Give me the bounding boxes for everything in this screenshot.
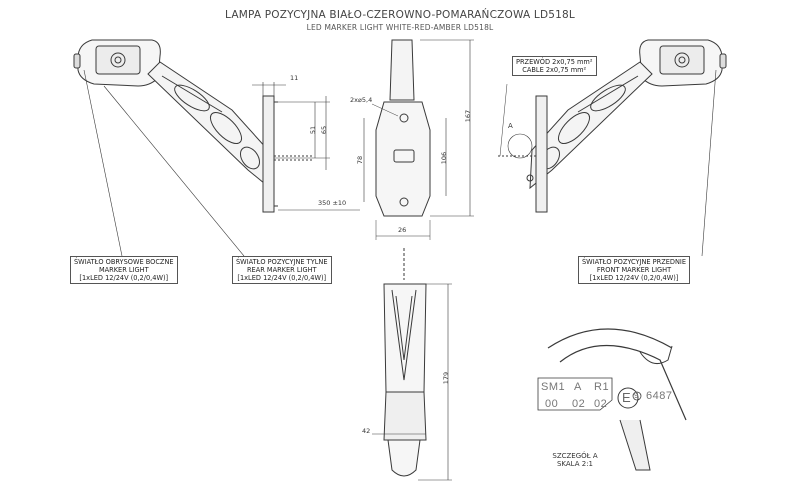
- e-mark: E: [622, 390, 632, 405]
- detail-caption-pl: SZCZEGÓŁ A: [552, 452, 598, 460]
- right-lamp: [498, 39, 727, 257]
- dim-106: 106: [440, 151, 449, 165]
- dim-42: 42: [362, 427, 371, 435]
- drawing-title: LAMPA POZYCYJNA BIAŁO-CZEROWNO-POMARAŃCZ…: [225, 9, 575, 21]
- callout-side-pl: ŚWIATŁO OBRYSOWE BOCZNE: [74, 258, 174, 266]
- detail-caption: SZCZEGÓŁ A SKALA 2:1: [540, 452, 610, 468]
- callout-cable-en: CABLE 2x0,75 mm²: [522, 66, 587, 74]
- drawing-subtitle: LED MARKER LIGHT WHITE-RED-AMBER LD518L: [306, 23, 494, 32]
- callout-front-pl: ŚWIATŁO POZYCYJNE PRZEDNIE: [582, 258, 687, 266]
- stamp-02b: 02: [594, 398, 608, 410]
- center-top-view: [372, 248, 452, 481]
- stamp-sm1: SM1: [541, 381, 566, 393]
- callout-rear-spec: [1xLED 12/24V (0,2/0,4W)]: [237, 274, 327, 282]
- callout-front-marker: ŚWIATŁO POZYCYJNE PRZEDNIE FRONT MARKER …: [578, 256, 691, 284]
- approval-number: 6487: [646, 390, 673, 402]
- dim-78: 78: [356, 155, 365, 165]
- e-mark-number: 9: [634, 391, 639, 400]
- callout-cable-pl: PRZEWÓD 2x0,75 mm²: [516, 58, 593, 66]
- callout-side-spec: [1xLED 12/24V (0,2/0,4W)]: [79, 274, 169, 282]
- callout-cable: PRZEWÓD 2x0,75 mm² CABLE 2x0,75 mm²: [512, 56, 597, 76]
- center-bracket: [363, 39, 474, 240]
- dim-51: 51: [309, 125, 318, 135]
- detail-caption-scale: SKALA 2:1: [556, 460, 594, 468]
- dim-26: 26: [398, 226, 407, 234]
- detail-marker-a: A: [508, 122, 513, 130]
- left-lamp: [73, 39, 360, 257]
- callout-front-spec: [1xLED 12/24V (0,2/0,4W)]: [589, 274, 679, 282]
- callout-rear-en: REAR MARKER LIGHT: [246, 266, 317, 274]
- dim-holes: 2x⌀5,4: [350, 96, 373, 104]
- callout-rear-pl: ŚWIATŁO POZYCYJNE TYLNE: [236, 258, 328, 266]
- dim-11: 11: [290, 74, 299, 82]
- stamp-02a: 02: [572, 398, 586, 410]
- stamp-00: 00: [545, 398, 559, 410]
- callout-side-en: MARKER LIGHT: [98, 266, 149, 274]
- dim-65: 65: [320, 125, 329, 135]
- stamp-a: A: [574, 381, 582, 393]
- callout-side-marker: ŚWIATŁO OBRYSOWE BOCZNE MARKER LIGHT [1x…: [70, 256, 178, 284]
- stamp-r1: R1: [594, 381, 610, 393]
- detail-a-view: [537, 328, 687, 471]
- dim-167: 167: [464, 109, 473, 123]
- callout-front-en: FRONT MARKER LIGHT: [596, 266, 672, 274]
- dim-cable-length: 350 ±10: [318, 199, 347, 207]
- dim-179: 179: [442, 371, 451, 385]
- callout-rear-marker: ŚWIATŁO POZYCYJNE TYLNE REAR MARKER LIGH…: [232, 256, 332, 284]
